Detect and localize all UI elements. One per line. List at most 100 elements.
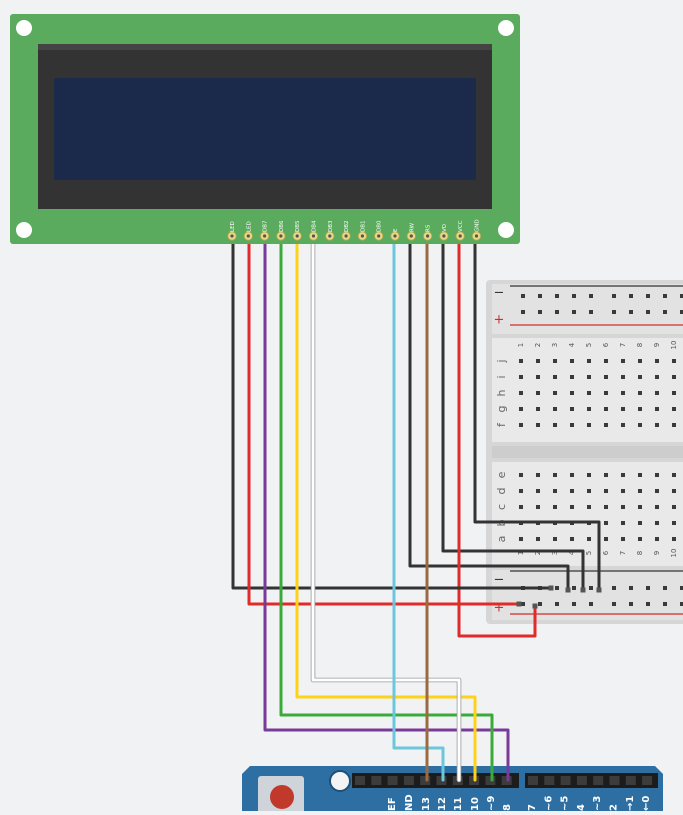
- arduino-socket[interactable]: [593, 776, 604, 785]
- breadboard-rail-hole[interactable]: [555, 294, 559, 298]
- breadboard-rail-hole[interactable]: [629, 586, 633, 590]
- breadboard-rail-hole[interactable]: [680, 310, 683, 314]
- breadboard-hole[interactable]: [570, 359, 574, 363]
- breadboard-rail-hole[interactable]: [646, 586, 650, 590]
- breadboard-hole[interactable]: [587, 407, 591, 411]
- breadboard-hole[interactable]: [553, 359, 557, 363]
- wire-db4-to-pin11[interactable]: [311, 236, 461, 782]
- wire-db5-to-pin10[interactable]: [295, 236, 477, 782]
- breadboard-hole[interactable]: [587, 537, 591, 541]
- breadboard-hole[interactable]: [638, 423, 642, 427]
- breadboard-hole[interactable]: [536, 473, 540, 477]
- arduino-socket[interactable]: [436, 776, 447, 785]
- breadboard-rail-hole[interactable]: [680, 602, 683, 606]
- breadboard-hole[interactable]: [638, 407, 642, 411]
- breadboard-hole[interactable]: [570, 391, 574, 395]
- breadboard-rail-hole[interactable]: [629, 294, 633, 298]
- breadboard-hole[interactable]: [638, 489, 642, 493]
- breadboard-hole[interactable]: [536, 391, 540, 395]
- breadboard-hole[interactable]: [536, 489, 540, 493]
- breadboard-hole[interactable]: [621, 505, 625, 509]
- breadboard-hole[interactable]: [621, 375, 625, 379]
- breadboard-rail-hole[interactable]: [646, 602, 650, 606]
- breadboard-rail-hole[interactable]: [521, 310, 525, 314]
- arduino-socket[interactable]: [642, 776, 653, 785]
- breadboard-hole[interactable]: [604, 423, 608, 427]
- breadboard-rail-hole[interactable]: [663, 586, 667, 590]
- breadboard-hole[interactable]: [553, 505, 557, 509]
- breadboard-rail-hole[interactable]: [629, 602, 633, 606]
- breadboard-hole[interactable]: [672, 505, 676, 509]
- arduino-socket[interactable]: [560, 776, 571, 785]
- breadboard-hole[interactable]: [638, 359, 642, 363]
- reset-button[interactable]: [270, 785, 294, 809]
- breadboard-hole[interactable]: [553, 391, 557, 395]
- wire-vcc-to-rail[interactable]: [457, 236, 537, 638]
- breadboard-hole[interactable]: [672, 423, 676, 427]
- arduino-socket[interactable]: [420, 776, 431, 785]
- breadboard-hole[interactable]: [638, 537, 642, 541]
- breadboard-hole[interactable]: [621, 521, 625, 525]
- breadboard-rail-hole[interactable]: [646, 310, 650, 314]
- breadboard-hole[interactable]: [672, 473, 676, 477]
- breadboard-rail-hole[interactable]: [589, 294, 593, 298]
- breadboard-hole[interactable]: [587, 473, 591, 477]
- breadboard-rail-hole[interactable]: [572, 602, 576, 606]
- breadboard-rail-hole[interactable]: [663, 294, 667, 298]
- wire-led-minus[interactable]: [231, 236, 553, 590]
- breadboard-rail-hole[interactable]: [663, 602, 667, 606]
- breadboard-hole[interactable]: [570, 505, 574, 509]
- breadboard-hole[interactable]: [655, 423, 659, 427]
- arduino-socket[interactable]: [544, 776, 555, 785]
- breadboard-rail-hole[interactable]: [663, 310, 667, 314]
- breadboard-hole[interactable]: [570, 489, 574, 493]
- breadboard-rail-hole[interactable]: [646, 294, 650, 298]
- breadboard-hole[interactable]: [604, 375, 608, 379]
- breadboard-hole[interactable]: [672, 489, 676, 493]
- breadboard-hole[interactable]: [536, 359, 540, 363]
- breadboard-hole[interactable]: [638, 391, 642, 395]
- breadboard-rail-hole[interactable]: [572, 586, 576, 590]
- wire-gnd-to-rail[interactable]: [473, 236, 601, 592]
- breadboard-rail-hole[interactable]: [612, 310, 616, 314]
- breadboard-hole[interactable]: [638, 375, 642, 379]
- breadboard-hole[interactable]: [604, 505, 608, 509]
- breadboard-rail-hole[interactable]: [521, 294, 525, 298]
- breadboard-hole[interactable]: [519, 375, 523, 379]
- breadboard-hole[interactable]: [536, 407, 540, 411]
- breadboard-hole[interactable]: [672, 537, 676, 541]
- breadboard-rail-hole[interactable]: [612, 602, 616, 606]
- breadboard-hole[interactable]: [553, 407, 557, 411]
- breadboard-hole[interactable]: [553, 375, 557, 379]
- breadboard-hole[interactable]: [587, 505, 591, 509]
- breadboard-hole[interactable]: [672, 407, 676, 411]
- breadboard-hole[interactable]: [519, 359, 523, 363]
- arduino-socket[interactable]: [387, 776, 398, 785]
- arduino-socket[interactable]: [528, 776, 538, 785]
- breadboard-hole[interactable]: [638, 505, 642, 509]
- breadboard-hole[interactable]: [604, 537, 608, 541]
- wire-vo-to-breadboard[interactable]: [441, 236, 585, 592]
- breadboard-hole[interactable]: [536, 375, 540, 379]
- breadboard-hole[interactable]: [587, 359, 591, 363]
- breadboard-hole[interactable]: [570, 407, 574, 411]
- breadboard-rail-hole[interactable]: [680, 586, 683, 590]
- breadboard-hole[interactable]: [621, 407, 625, 411]
- breadboard-hole[interactable]: [621, 359, 625, 363]
- breadboard-hole[interactable]: [519, 537, 523, 541]
- breadboard-hole[interactable]: [655, 489, 659, 493]
- wire-led-plus[interactable]: [247, 236, 521, 606]
- breadboard-hole[interactable]: [519, 407, 523, 411]
- breadboard-rail-hole[interactable]: [612, 294, 616, 298]
- breadboard-hole[interactable]: [519, 473, 523, 477]
- breadboard-hole[interactable]: [553, 423, 557, 427]
- breadboard-hole[interactable]: [519, 391, 523, 395]
- breadboard-hole[interactable]: [604, 391, 608, 395]
- breadboard-hole[interactable]: [621, 489, 625, 493]
- breadboard-hole[interactable]: [638, 521, 642, 525]
- breadboard-rail-hole[interactable]: [538, 294, 542, 298]
- breadboard-hole[interactable]: [655, 537, 659, 541]
- breadboard-rail-hole[interactable]: [589, 310, 593, 314]
- breadboard-hole[interactable]: [604, 473, 608, 477]
- breadboard-hole[interactable]: [587, 423, 591, 427]
